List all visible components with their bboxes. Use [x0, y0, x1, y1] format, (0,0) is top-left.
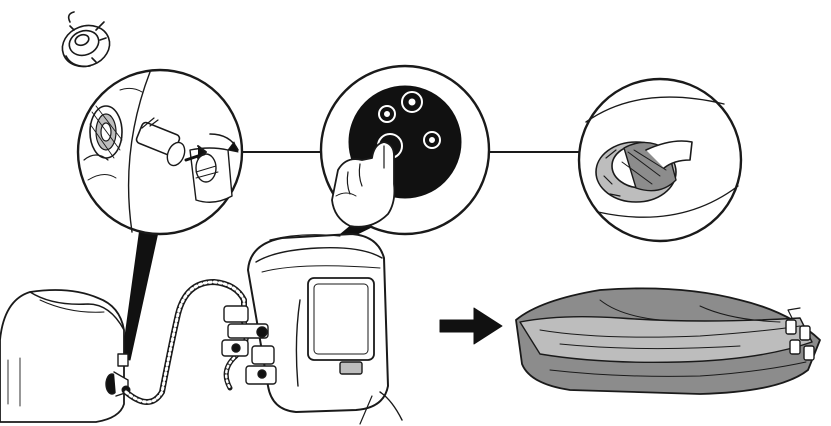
direction-arrow-icon — [439, 307, 503, 345]
hose-connection-detail-icon — [76, 68, 244, 236]
water-tank-icon — [0, 289, 131, 423]
loose-cap-icon — [61, 11, 111, 68]
deflated-bladder-icon — [515, 287, 821, 395]
button-press-detail-icon — [319, 64, 491, 236]
cleaner-unit-icon — [221, 233, 403, 425]
drain-valve-detail-icon — [577, 77, 743, 243]
